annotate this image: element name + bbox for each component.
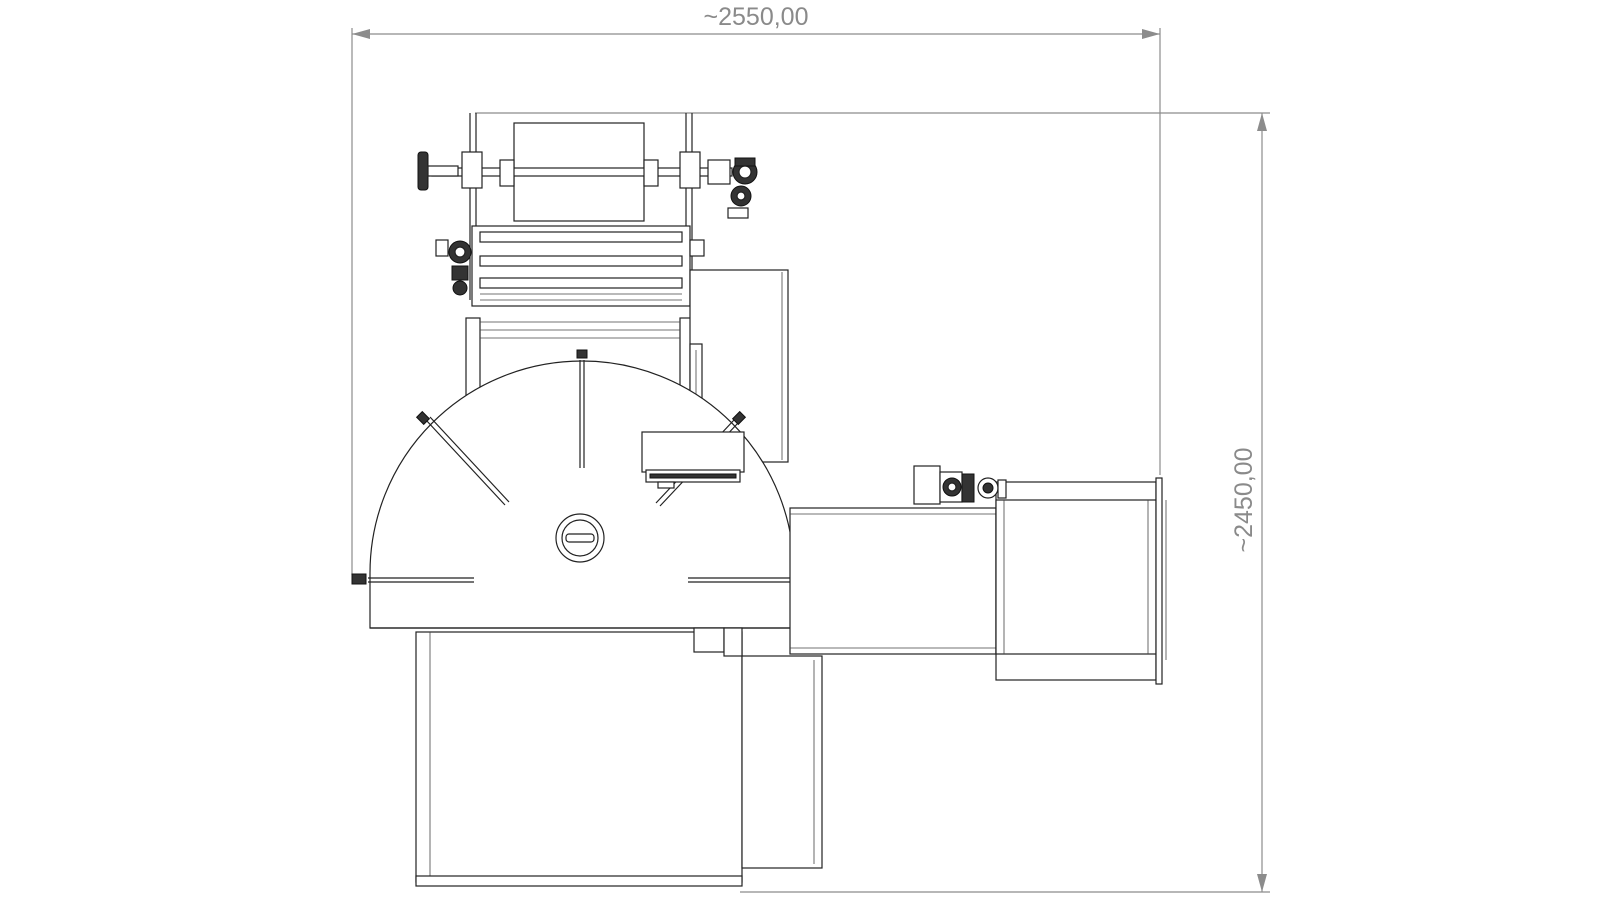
left-motor-icon	[435, 239, 472, 296]
width-dimension-label: ~2550,00	[704, 3, 809, 31]
gear-motor-icon	[707, 157, 758, 219]
width-dimension: ~2550,00	[351, 3, 1161, 575]
roll-feed-unit	[417, 113, 758, 300]
center-hub-icon	[555, 513, 605, 563]
rotary-table	[351, 349, 811, 629]
base-cabinet	[415, 627, 823, 887]
outfeed-conveyor	[789, 465, 1167, 685]
conveyor-motor-icon	[913, 465, 1007, 505]
height-dimension-label: ~2450,00	[1230, 448, 1258, 553]
height-dimension: ~2450,00	[475, 112, 1270, 893]
hand-wheel-icon	[417, 151, 459, 191]
cutting-head	[641, 431, 745, 489]
